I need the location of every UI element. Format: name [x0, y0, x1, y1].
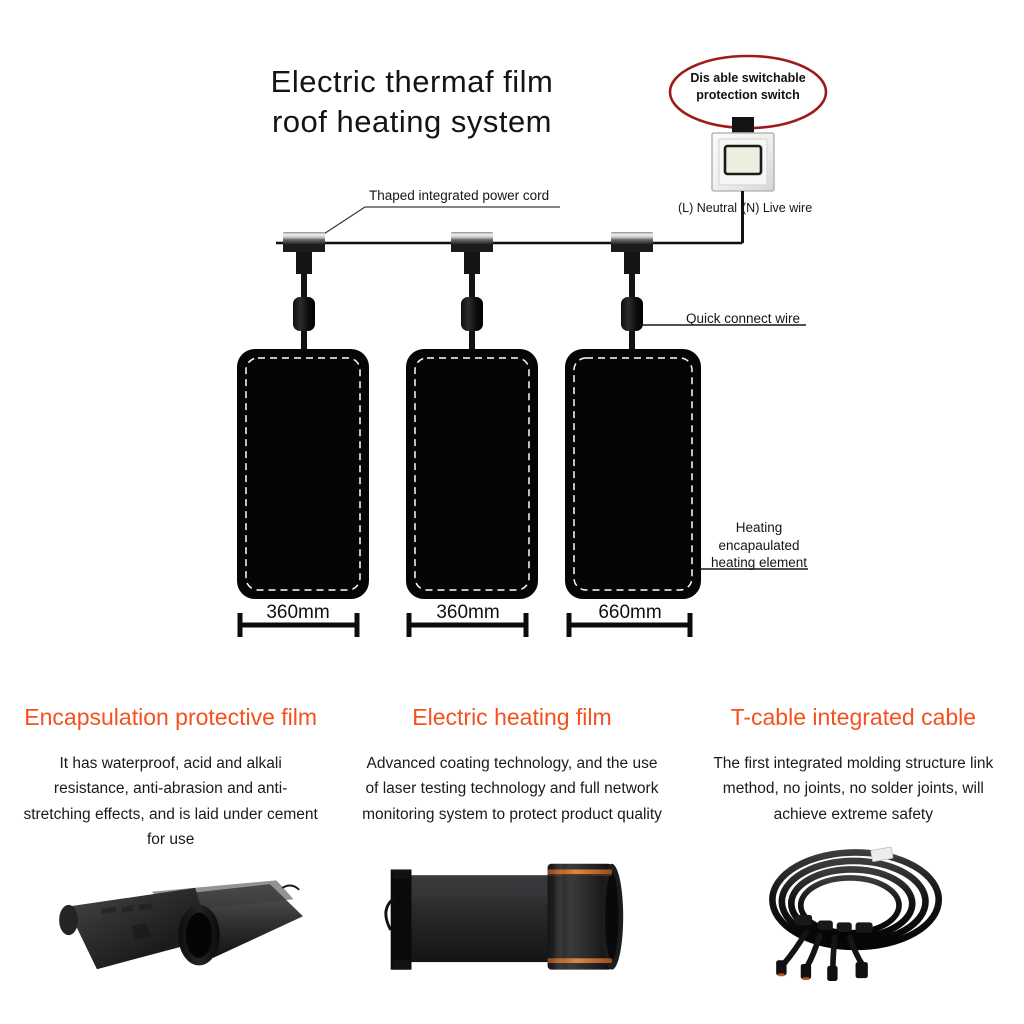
feature-card-electric-heating-film: Electric heating film Advanced coating t… — [341, 690, 682, 1024]
label-heating-element: Heating encapaulated heating element — [710, 520, 808, 571]
dimension-bar-1 — [237, 613, 360, 637]
t-connector-1 — [283, 232, 325, 274]
heating-panel-1 — [237, 349, 369, 599]
card-title: T-cable integrated cable — [730, 704, 977, 730]
t-connector-3 — [611, 232, 653, 274]
card-description: Advanced coating technology, and the use… — [362, 755, 662, 823]
label-live-wire: (N) Live wire — [742, 201, 813, 215]
feature-card-encapsulation-protective-film: Encapsulation protective film It has wat… — [0, 690, 341, 1024]
heating-film-roll-photo — [351, 837, 672, 987]
card-description: The first integrated molding structure l… — [713, 755, 994, 823]
rolled-black-film-photo — [10, 863, 331, 1013]
diagram-canvas — [237, 54, 828, 637]
t-connector-2 — [451, 232, 493, 274]
dimension-bar-3 — [566, 613, 693, 637]
label-quick-connect-wire: Quick connect wire — [686, 311, 801, 326]
card-title: Encapsulation protective film — [24, 704, 318, 730]
dimension-label-panel-2: 360mm — [436, 602, 500, 623]
dimension-bar-2 — [406, 613, 529, 637]
heating-panel-2 — [406, 349, 538, 599]
coiled-cable-harness-photo — [693, 837, 1014, 987]
dimension-label-panel-3: 660mm — [598, 602, 662, 623]
label-neutral: (L) Neutral — [678, 201, 738, 215]
card-title: Electric heating film — [412, 704, 612, 730]
heating-panel-3 — [565, 349, 701, 599]
card-description: It has waterproof, acid and alkali resis… — [23, 755, 318, 849]
barrel-connector-1 — [293, 297, 315, 331]
switch-top-stub — [732, 117, 754, 134]
wiring-diagram: Electric thermaf film roof heating syste… — [237, 54, 828, 637]
dimension-label-panel-1: 360mm — [266, 602, 330, 623]
feature-card-t-cable-integrated-cable: T-cable integrated cable The first integ… — [683, 690, 1024, 1024]
warning-callout-text: Dis able switchable protection switch — [690, 71, 806, 102]
switch-rocker[interactable] — [723, 144, 763, 176]
feature-cards: Encapsulation protective film It has wat… — [0, 690, 1024, 1024]
barrel-connector-3 — [621, 297, 643, 331]
label-power-cord: Thaped integrated power cord — [369, 188, 550, 203]
page-title: Electric thermaf film roof heating syste… — [270, 64, 554, 139]
barrel-connector-2 — [461, 297, 483, 331]
